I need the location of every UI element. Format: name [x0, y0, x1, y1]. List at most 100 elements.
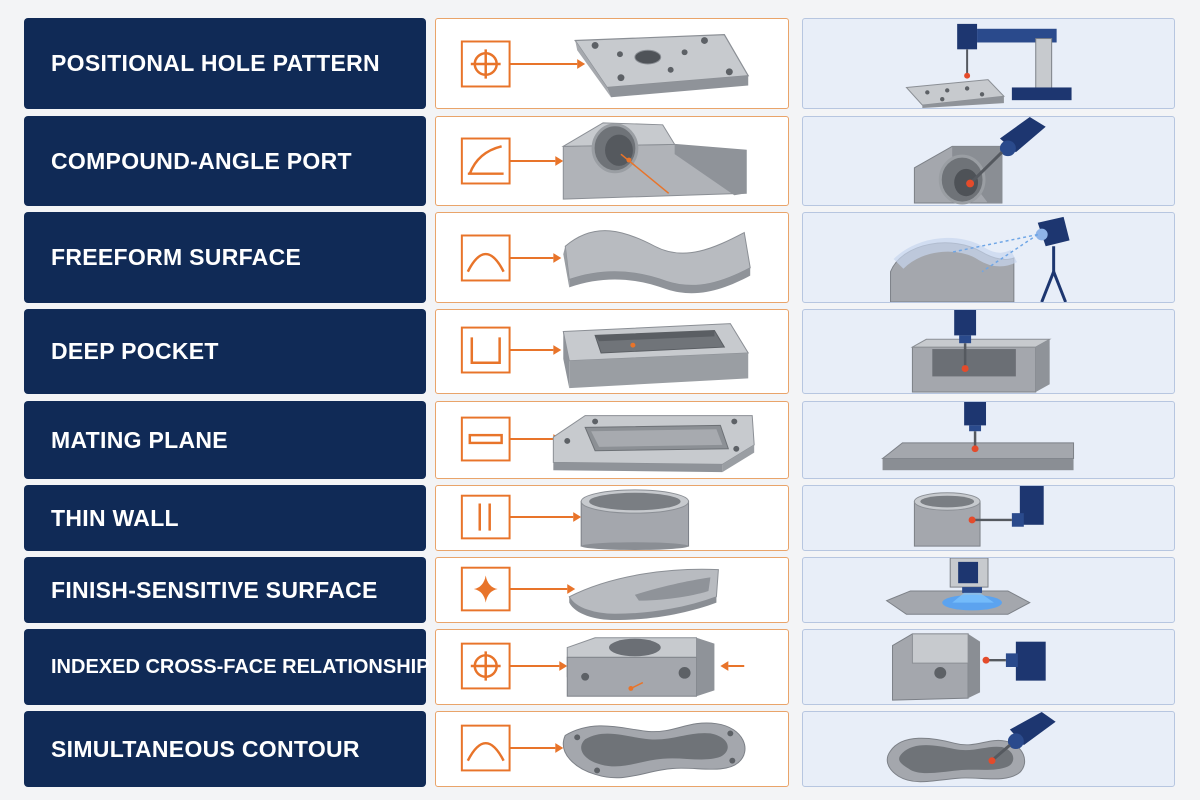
measurement-method-cell — [802, 309, 1175, 394]
side-probe-indexed-icon — [982, 641, 1046, 681]
feature-illustration-cell — [435, 485, 789, 551]
measurement-method-cell — [802, 557, 1175, 623]
feature-label: THIN WALL — [51, 504, 179, 531]
measurement-illustration — [913, 486, 1044, 547]
feature-label: COMPOUND-ANGLE PORT — [51, 147, 352, 174]
wave-surface-part — [563, 230, 751, 294]
measurement-illustration — [905, 23, 1072, 108]
table-row: FINISH-SENSITIVE SURFACE — [0, 557, 1200, 623]
table-row: FREEFORM SURFACE — [0, 212, 1200, 303]
thin-ring-part — [580, 489, 690, 550]
hole-plate-part — [574, 34, 750, 98]
feature-illustration-cell — [435, 309, 789, 394]
table-row: COMPOUND-ANGLE PORT — [0, 116, 1200, 206]
feature-label: FINISH-SENSITIVE SURFACE — [51, 576, 378, 603]
feature-label-cell: DEEP POCKET — [24, 309, 426, 394]
bridge-cmm-icon — [957, 23, 1072, 101]
feature-illustration-cell — [435, 557, 789, 623]
measurement-method-cell — [802, 485, 1175, 551]
feature-illustration — [460, 230, 751, 294]
profile-arc-icon — [460, 234, 511, 282]
vertical-probe-icon — [964, 402, 987, 453]
measurement-method-cell — [802, 212, 1175, 303]
feature-illustration-cell — [435, 711, 789, 787]
table-row: POSITIONAL HOLE PATTERN — [0, 18, 1200, 109]
position-crosshair-icon — [460, 642, 511, 690]
measurement-method-cell — [802, 629, 1175, 705]
measurement-illustration — [892, 633, 1046, 701]
table-row: INDEXED CROSS-FACE RELATIONSHIP — [0, 629, 1200, 705]
contour-casting-part — [562, 722, 746, 779]
table-row: MATING PLANE — [0, 401, 1200, 479]
flange-plate-part — [881, 442, 1075, 471]
feature-illustration — [460, 34, 750, 98]
star-finish-icon — [460, 566, 511, 612]
feature-label-cell: FINISH-SENSITIVE SURFACE — [24, 557, 426, 623]
measurement-illustration — [890, 216, 1070, 302]
feature-illustration-cell — [435, 116, 789, 206]
feature-illustration — [460, 722, 746, 779]
feature-label: DEEP POCKET — [51, 338, 219, 364]
feature-label-cell: FREEFORM SURFACE — [24, 212, 426, 303]
pocket-block-part — [562, 323, 750, 389]
angularity-icon — [460, 137, 511, 185]
feature-label: FREEFORM SURFACE — [51, 244, 302, 270]
table-row: SIMULTANEOUS CONTOUR — [0, 711, 1200, 787]
feature-illustration-cell — [435, 629, 789, 705]
measurement-illustration — [885, 558, 1031, 615]
measurement-method-cell — [802, 401, 1175, 479]
flatness-icon — [460, 416, 511, 462]
measurement-illustration — [913, 117, 1046, 205]
bored-block-part — [892, 633, 981, 701]
feature-label-cell: THIN WALL — [24, 485, 426, 551]
feature-illustration-cell — [435, 212, 789, 303]
hole-plate-part — [905, 79, 1005, 108]
feature-label-cell: SIMULTANEOUS CONTOUR — [24, 711, 426, 787]
table-row: THIN WALL — [0, 485, 1200, 551]
thin-ring-part — [913, 492, 981, 547]
feature-illustration-cell — [435, 18, 789, 109]
feature-label: POSITIONAL HOLE PATTERN — [51, 50, 380, 76]
feature-illustration — [460, 489, 690, 550]
feature-label-cell: COMPOUND-ANGLE PORT — [24, 116, 426, 206]
feature-illustration — [460, 566, 719, 621]
feature-illustration-cell — [435, 401, 789, 479]
measurement-method-cell — [802, 711, 1175, 787]
optical-light-sensor-icon — [949, 558, 994, 603]
measurement-illustration — [910, 310, 1052, 393]
pocket-depth-icon — [460, 326, 511, 374]
vertical-probe-icon — [954, 310, 977, 373]
profile-arc-icon — [460, 724, 511, 772]
feature-illustration — [460, 122, 747, 200]
horizontal-probe-icon — [968, 486, 1044, 527]
angled-port-block-part — [913, 145, 1003, 205]
feature-label: SIMULTANEOUS CONTOUR — [51, 735, 360, 762]
laser-scanner-icon — [952, 216, 1070, 302]
flange-plate-part — [552, 415, 755, 473]
feature-label-cell: POSITIONAL HOLE PATTERN — [24, 18, 426, 109]
measurement-method-cell — [802, 116, 1175, 206]
table-row: DEEP POCKET — [0, 309, 1200, 394]
feature-label: INDEXED CROSS-FACE RELATIONSHIP — [51, 655, 430, 678]
finished-wedge-part — [885, 590, 1031, 615]
feature-label-cell: INDEXED CROSS-FACE RELATIONSHIP — [24, 629, 430, 705]
articulating-probe-icon — [966, 117, 1046, 188]
feature-illustration — [460, 415, 755, 473]
feature-illustration — [460, 323, 750, 389]
measurement-illustration — [881, 402, 1075, 471]
feature-illustration — [460, 637, 745, 697]
pocket-block-part — [910, 338, 1052, 393]
contour-casting-part — [886, 737, 1026, 783]
measurement-method-cell — [802, 18, 1175, 109]
wave-surface-part — [890, 237, 1017, 302]
angled-port-block-part — [561, 122, 747, 200]
position-crosshair-icon — [460, 40, 511, 88]
bored-block-part — [566, 637, 715, 697]
feature-label: MATING PLANE — [51, 426, 228, 453]
parallelism-icon — [460, 494, 511, 540]
feature-label-cell: MATING PLANE — [24, 401, 426, 479]
finished-wedge-part — [568, 568, 719, 621]
measurement-illustration — [886, 712, 1056, 783]
angled-contour-probe-icon — [988, 712, 1056, 765]
